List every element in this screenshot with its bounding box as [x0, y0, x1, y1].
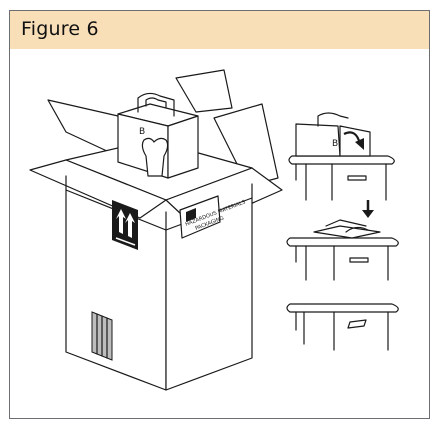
step-1-rim: [288, 155, 395, 165]
step-2-carton: [286, 219, 399, 281]
step-2-rim: [286, 237, 399, 247]
inner-carton-handle: [137, 92, 175, 117]
step-1-flap-letter: B: [332, 139, 338, 149]
step-1-slot: [347, 175, 367, 181]
box-front-left-flap: [29, 159, 167, 219]
inner-carton-right-face: [167, 115, 199, 179]
this-way-up-label: [112, 200, 138, 250]
box-barcode: [91, 311, 113, 361]
down-arrow-icon: [362, 200, 374, 218]
step-1-carton: B: [288, 112, 395, 201]
inner-carton-letter: B: [139, 127, 145, 137]
figure-title: Figure 6: [21, 18, 99, 40]
step-3-slot: [347, 319, 367, 329]
step-2-slot: [349, 257, 369, 263]
up-arrow-icon: [116, 209, 126, 234]
up-arrow-icon-2: [125, 213, 135, 238]
bottle: [141, 137, 169, 177]
box-right-face: [165, 197, 253, 391]
box-back-right-flap: [175, 69, 233, 113]
inner-carton: B: [117, 92, 199, 179]
figure-header: Figure 6: [10, 11, 429, 49]
fold-arrow-head-icon: [355, 138, 364, 150]
step-3-carton: [286, 303, 399, 351]
step-3-rim: [286, 303, 399, 313]
large-box: B HAZARDOUS MATERIALS PACKAGING: [29, 69, 283, 391]
